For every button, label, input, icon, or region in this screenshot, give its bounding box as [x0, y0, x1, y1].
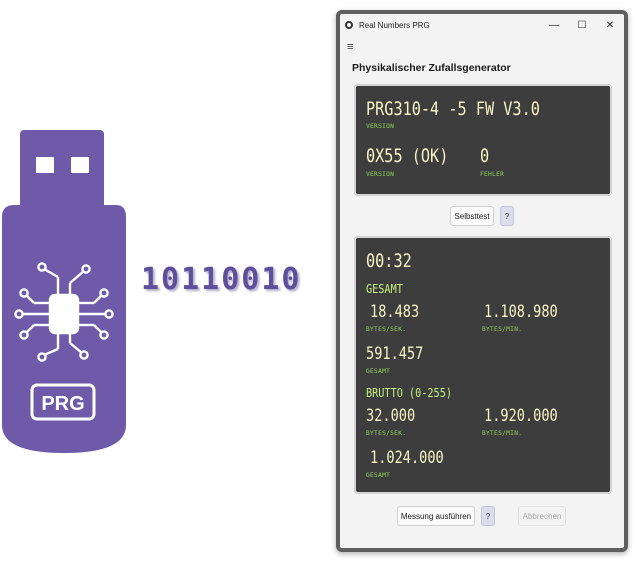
error-value: 0 — [480, 145, 490, 167]
brutto-per-second-label: BYTES/SEK. — [366, 430, 407, 437]
title-bar[interactable]: Real Numbers PRG — ☐ ✕ — [340, 14, 624, 36]
window-title: Real Numbers PRG — [359, 20, 430, 30]
usb-connector — [20, 130, 104, 210]
prg-label-text: PRG — [41, 393, 84, 415]
rate-per-second: 18.483 — [370, 302, 420, 322]
page-title: Physikalischer Zufallsgenerator — [352, 62, 511, 74]
gesamt-heading: GESAMT — [366, 282, 403, 296]
device-info-display: PRG310-4 -5 FW V3.0 VERSION 0X55 (OK) VE… — [354, 84, 612, 196]
version-label: VERSION — [366, 123, 395, 130]
brutto-per-minute: 1.920.000 — [484, 406, 558, 426]
hamburger-menu-icon[interactable]: ≡ — [347, 41, 354, 53]
window-controls: — ☐ ✕ — [540, 14, 624, 36]
app-icon — [345, 21, 353, 29]
minimize-button[interactable]: — — [549, 19, 559, 31]
chip-circuit-icon — [14, 262, 114, 362]
app-window: Real Numbers PRG — ☐ ✕ ≡ Physikalischer … — [336, 10, 628, 552]
run-measurement-button[interactable]: Messung ausführen — [397, 506, 475, 526]
total-bytes: 591.457 — [366, 344, 424, 364]
brutto-heading: BRUTTO (0-255) — [366, 386, 452, 400]
rate-per-minute-label: BYTES/MIN. — [482, 326, 523, 333]
close-button[interactable]: ✕ — [605, 19, 615, 31]
maximize-button[interactable]: ☐ — [577, 19, 587, 31]
status-label: VERSION — [366, 171, 395, 178]
brutto-total: 1.024.000 — [370, 448, 444, 468]
measurement-help-button[interactable]: ? — [481, 506, 495, 526]
total-bytes-label: GESAMT — [366, 368, 391, 375]
rate-per-minute: 1.108.980 — [484, 302, 558, 322]
version-value: PRG310-4 -5 FW V3.0 — [366, 98, 540, 120]
elapsed-time: 00:32 — [366, 250, 412, 272]
measurement-display: 00:32 GESAMT 18.483 BYTES/SEK. 1.108.980… — [354, 236, 612, 494]
brutto-per-minute-label: BYTES/MIN. — [482, 430, 523, 437]
binary-bits-text: 10110010 — [141, 262, 302, 297]
brutto-per-second: 32.000 — [366, 406, 416, 426]
usb-stick-illustration: PRG — [2, 130, 126, 453]
selftest-help-button[interactable]: ? — [500, 206, 514, 226]
rate-per-second-label: BYTES/SEK. — [366, 326, 407, 333]
selftest-button[interactable]: Selbsttest — [450, 206, 494, 226]
usb-connector-slot-left — [36, 157, 54, 173]
status-value: 0X55 (OK) — [366, 145, 449, 167]
usb-connector-slot-right — [71, 157, 89, 173]
cancel-button[interactable]: Abbrechen — [518, 506, 566, 526]
error-label: FEHLER — [480, 171, 505, 178]
brutto-total-label: GESAMT — [366, 472, 391, 479]
prg-label-frame — [30, 383, 96, 421]
